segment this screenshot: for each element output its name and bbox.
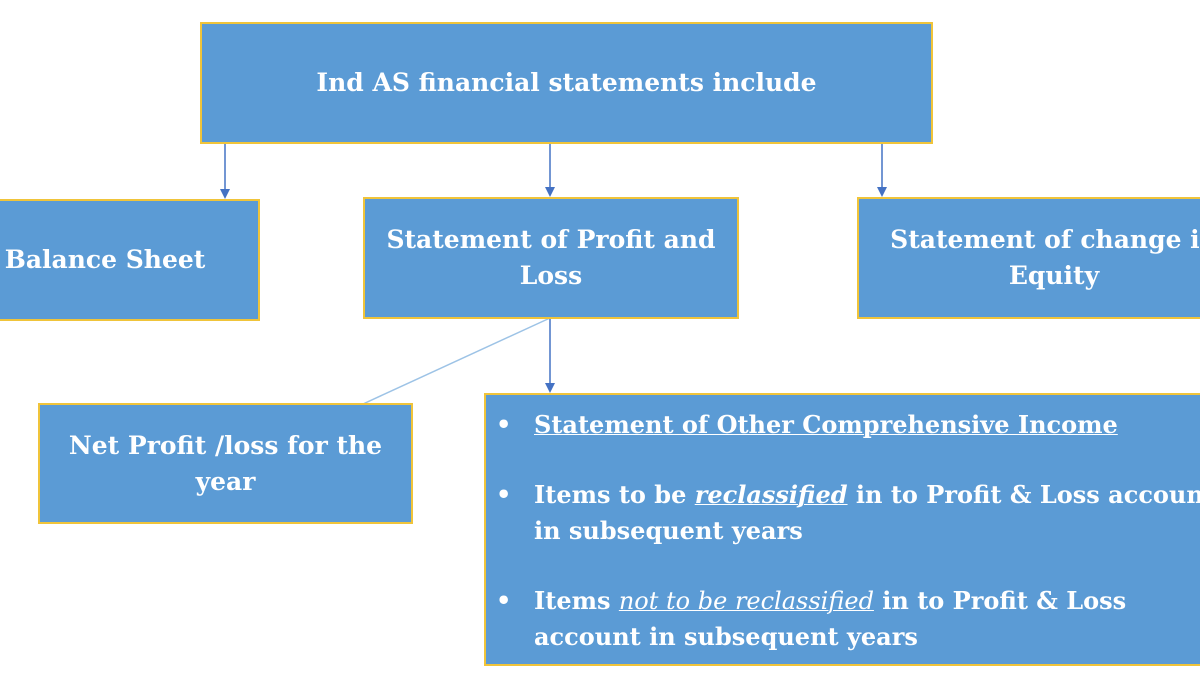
profit-loss-label: Statement of Profit and Loss	[386, 225, 716, 290]
item2-post: in to Profit & Loss account in subsequen…	[534, 586, 1127, 651]
item1-em: reclassified	[694, 480, 848, 509]
item1-post: in to Profit & Loss account in subsequen…	[534, 480, 1200, 545]
balance-sheet-box: Balance Sheet	[0, 199, 260, 321]
oci-item-reclassified: Items to be reclassified in to Profit & …	[486, 477, 1200, 549]
net-profit-label: Net Profit /loss for the year	[68, 430, 383, 496]
line-to-net-profit	[362, 317, 551, 405]
oci-title-item: Statement of Other Comprehensive Income	[486, 407, 1200, 443]
change-equity-label: Statement of change in Equity	[890, 225, 1200, 290]
oci-item-not-reclassified: Items not to be reclassified in to Profi…	[486, 583, 1200, 655]
item2-em: not to be reclassified	[618, 587, 874, 615]
balance-sheet-label: Balance Sheet	[4, 245, 206, 274]
oci-box: Statement of Other Comprehensive Income …	[484, 393, 1200, 666]
item1-pre: Items to be	[534, 480, 695, 509]
net-profit-box: Net Profit /loss for the year	[38, 403, 413, 524]
root-label: Ind AS financial statements include	[316, 68, 817, 97]
profit-loss-box: Statement of Profit and Loss	[363, 197, 739, 319]
oci-title: Statement of Other Comprehensive Income	[534, 410, 1118, 439]
root-box: Ind AS financial statements include	[200, 22, 933, 144]
change-equity-box: Statement of change in Equity	[857, 197, 1200, 319]
item2-pre: Items	[534, 586, 619, 615]
oci-list: Statement of Other Comprehensive Income …	[486, 407, 1200, 681]
